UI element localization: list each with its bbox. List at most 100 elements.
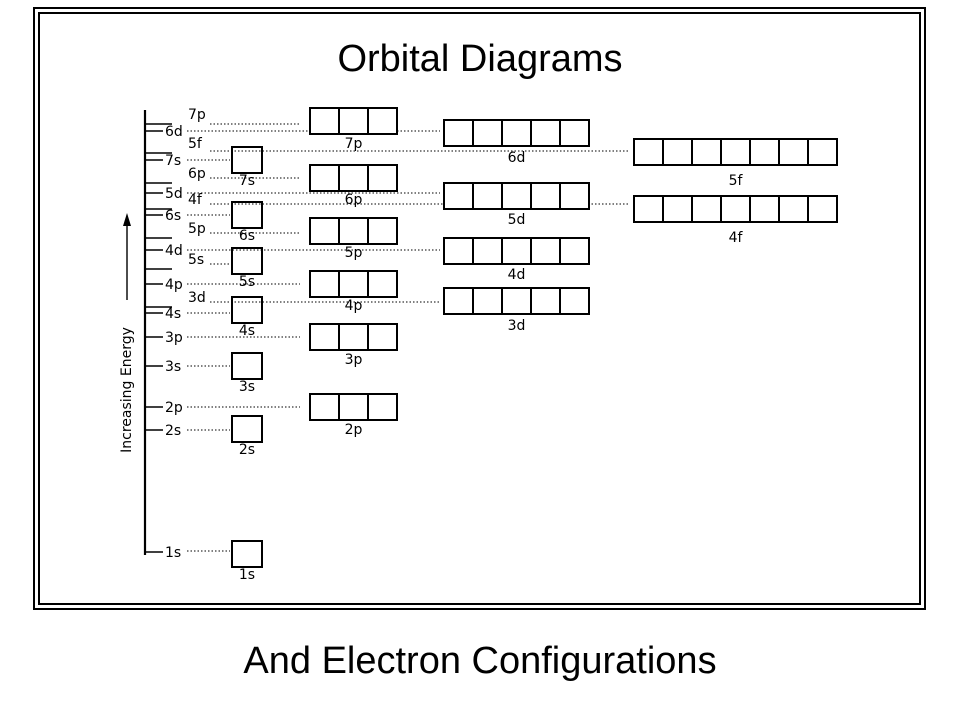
orbital-box bbox=[309, 393, 340, 421]
orbital-box bbox=[443, 237, 474, 265]
orbital-3p: 3p bbox=[187, 323, 398, 368]
orbital-box bbox=[662, 195, 693, 223]
level-label: 2p bbox=[165, 400, 183, 416]
orbital-box bbox=[530, 119, 561, 147]
orbital-label: 4f bbox=[729, 230, 744, 246]
orbital-box bbox=[691, 138, 722, 166]
orbital-box bbox=[367, 323, 398, 351]
slide-title: Orbital Diagrams bbox=[337, 38, 623, 80]
level-label: 7p bbox=[188, 107, 206, 123]
level-label: 5s bbox=[188, 252, 204, 268]
level-label: 1s bbox=[165, 545, 181, 561]
orbital-box bbox=[367, 217, 398, 245]
level-label: 4f bbox=[188, 192, 203, 208]
orbital-1s: 1s bbox=[187, 540, 263, 583]
orbital-box bbox=[559, 182, 590, 210]
orbital-label: 3p bbox=[345, 352, 363, 368]
orbital-4f: 4f bbox=[210, 195, 838, 246]
orbital-5s: 5s bbox=[210, 247, 263, 290]
energy-level-6d: 6d bbox=[145, 124, 183, 140]
level-label: 6d bbox=[165, 124, 183, 140]
energy-level-4d: 4d bbox=[145, 243, 183, 259]
orbital-box bbox=[338, 107, 369, 135]
orbital-box bbox=[443, 287, 474, 315]
level-label: 7s bbox=[165, 153, 181, 169]
orbital-box bbox=[338, 164, 369, 192]
orbital-7p: 7p bbox=[210, 107, 398, 152]
orbital-label: 3s bbox=[239, 379, 255, 395]
orbital-label: 5d bbox=[508, 212, 526, 228]
orbital-5f: 5f bbox=[210, 138, 838, 189]
orbital-label: 7p bbox=[345, 136, 363, 152]
orbital-box bbox=[807, 138, 838, 166]
level-label: 3s bbox=[165, 359, 181, 375]
orbital-box bbox=[443, 182, 474, 210]
level-label: 6s bbox=[165, 208, 181, 224]
level-label: 4s bbox=[165, 306, 181, 322]
orbital-box bbox=[367, 393, 398, 421]
level-label: 4p bbox=[165, 277, 183, 293]
orbital-box bbox=[367, 164, 398, 192]
orbital-box bbox=[309, 270, 340, 298]
orbital-label: 6p bbox=[345, 192, 363, 208]
orbital-box bbox=[443, 119, 474, 147]
orbital-box bbox=[530, 287, 561, 315]
energy-level-7s: 7s bbox=[145, 153, 181, 169]
orbital-box bbox=[530, 182, 561, 210]
orbital-2p: 2p bbox=[187, 393, 398, 438]
orbital-box bbox=[231, 146, 263, 174]
orbital-6s: 6s bbox=[187, 201, 263, 244]
energy-level-4s: 4s bbox=[145, 306, 181, 322]
energy-level-6s: 6s bbox=[145, 208, 181, 224]
orbital-3s: 3s bbox=[187, 352, 263, 395]
orbital-box bbox=[633, 195, 664, 223]
orbital-4s: 4s bbox=[187, 296, 263, 339]
orbital-box bbox=[720, 195, 751, 223]
orbital-box bbox=[472, 237, 503, 265]
orbital-box bbox=[338, 217, 369, 245]
energy-level-5f: 5f bbox=[145, 136, 203, 154]
orbital-label: 3d bbox=[508, 318, 526, 334]
level-label: 3p bbox=[165, 330, 183, 346]
orbital-box bbox=[309, 323, 340, 351]
energy-level-1s: 1s bbox=[145, 545, 181, 561]
slide-frame-outer bbox=[33, 7, 926, 610]
orbital-box bbox=[231, 201, 263, 229]
orbital-box bbox=[472, 287, 503, 315]
energy-level-5s: 5s bbox=[145, 252, 204, 270]
orbital-label: 6d bbox=[508, 150, 526, 166]
orbital-box bbox=[231, 296, 263, 324]
orbital-box bbox=[559, 287, 590, 315]
energy-level-6p: 6p bbox=[145, 166, 206, 184]
orbital-box bbox=[501, 287, 532, 315]
energy-level-2s: 2s bbox=[145, 423, 181, 439]
orbital-box bbox=[338, 393, 369, 421]
orbital-box bbox=[472, 119, 503, 147]
energy-level-3d: 3d bbox=[145, 290, 206, 308]
orbital-label: 5f bbox=[729, 173, 744, 189]
orbital-box bbox=[231, 540, 263, 568]
orbital-5d: 5d bbox=[187, 182, 590, 228]
orbital-box bbox=[778, 195, 809, 223]
orbital-box bbox=[501, 119, 532, 147]
level-label: 6p bbox=[188, 166, 206, 182]
orbital-box bbox=[501, 182, 532, 210]
energy-level-3p: 3p bbox=[145, 330, 183, 346]
energy-level-3s: 3s bbox=[145, 359, 181, 375]
level-label: 5d bbox=[165, 186, 183, 202]
level-label: 4d bbox=[165, 243, 183, 259]
energy-level-2p: 2p bbox=[145, 400, 183, 416]
orbital-7s: 7s bbox=[187, 146, 263, 189]
orbital-box bbox=[633, 138, 664, 166]
orbital-label: 5p bbox=[345, 245, 363, 261]
orbital-label: 4d bbox=[508, 267, 526, 283]
orbital-box bbox=[231, 247, 263, 275]
energy-level-7p: 7p bbox=[145, 107, 206, 125]
orbital-box bbox=[559, 119, 590, 147]
orbital-box bbox=[662, 138, 693, 166]
orbital-box bbox=[231, 415, 263, 443]
orbital-label: 4p bbox=[345, 298, 363, 314]
orbital-label: 2p bbox=[345, 422, 363, 438]
